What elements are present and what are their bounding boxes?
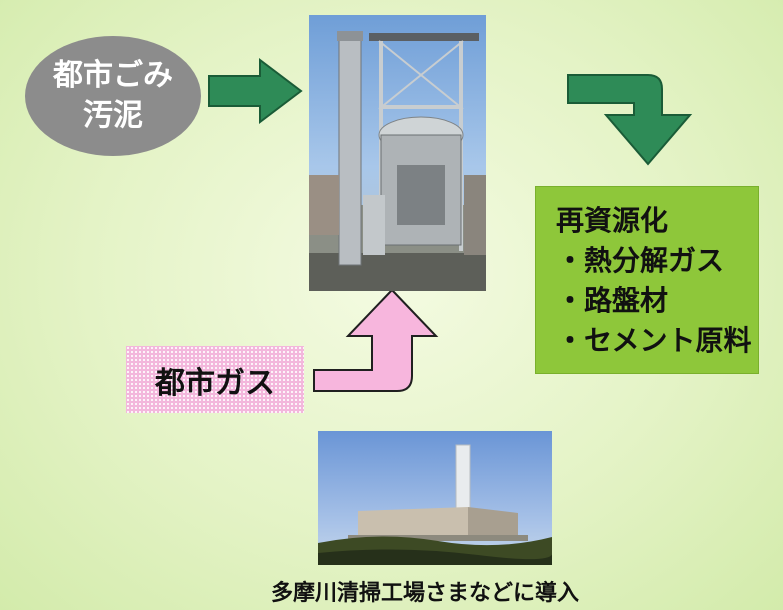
input-waste-circle: 都市ごみ 汚泥 <box>25 36 201 156</box>
output-title: 再資源化 <box>556 204 669 237</box>
arrow-furnace-to-output <box>567 74 693 166</box>
input-label-sludge: 汚泥 <box>83 98 143 133</box>
output-item-cement-material: セメント原料 <box>556 321 758 361</box>
city-gas-label: 都市ガス <box>155 365 275 401</box>
city-gas-box: 都市ガス <box>126 346 304 413</box>
input-label-waste: 都市ごみ <box>53 58 173 93</box>
output-item-pyrolysis-gas: 熱分解ガス <box>556 241 758 281</box>
arrow-gas-to-furnace <box>313 288 439 392</box>
plant-photo <box>318 431 552 565</box>
caption: 多摩川清掃工場さまなどに導入 <box>270 581 579 606</box>
output-item-roadbed-material: 路盤材 <box>556 281 758 321</box>
furnace-photo <box>309 15 486 291</box>
output-recycling-box: 再資源化 熱分解ガス 路盤材 セメント原料 <box>535 186 759 374</box>
arrow-input-to-furnace <box>208 57 303 125</box>
